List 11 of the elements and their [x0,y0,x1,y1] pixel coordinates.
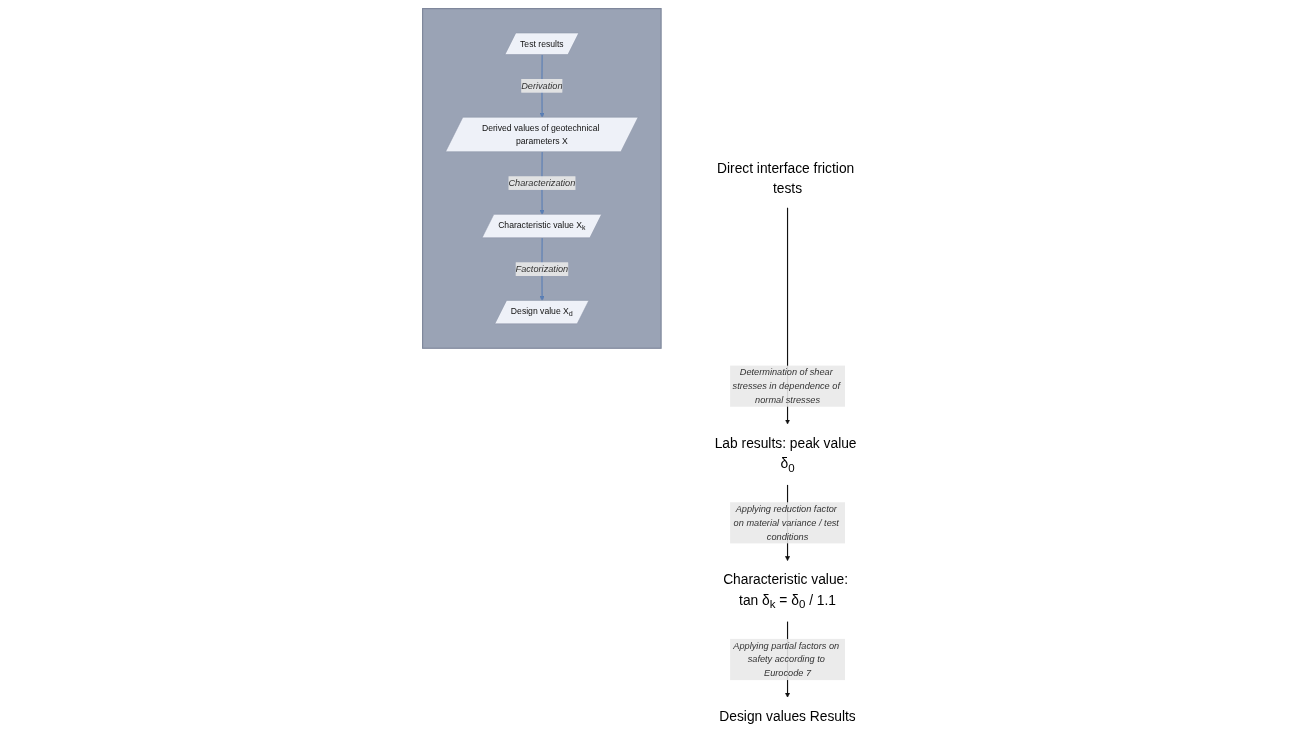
edge-label: Characterization [508,177,576,188]
edge-label: Applying partial factors on safety according to Eurocode 7 [733,640,840,678]
node-text: Design values Results [719,708,857,724]
node-text: Direct interface friction tests [717,160,855,197]
edge-label: Derivation [521,80,563,91]
edge-label: Determination of shear stresses in dependence of normal stresses [733,367,841,405]
edge-label: Applying reduction factor on material variance / test conditions [734,503,840,542]
node-text: Characteristic value: tan δ$_{k}$ = δ$_{0}$ / 1.1 [723,571,849,611]
cluster [422,8,663,349]
edge-label: Factorization [515,263,569,274]
node-text: Lab results: peak value δ$_{0}$ [715,435,857,475]
